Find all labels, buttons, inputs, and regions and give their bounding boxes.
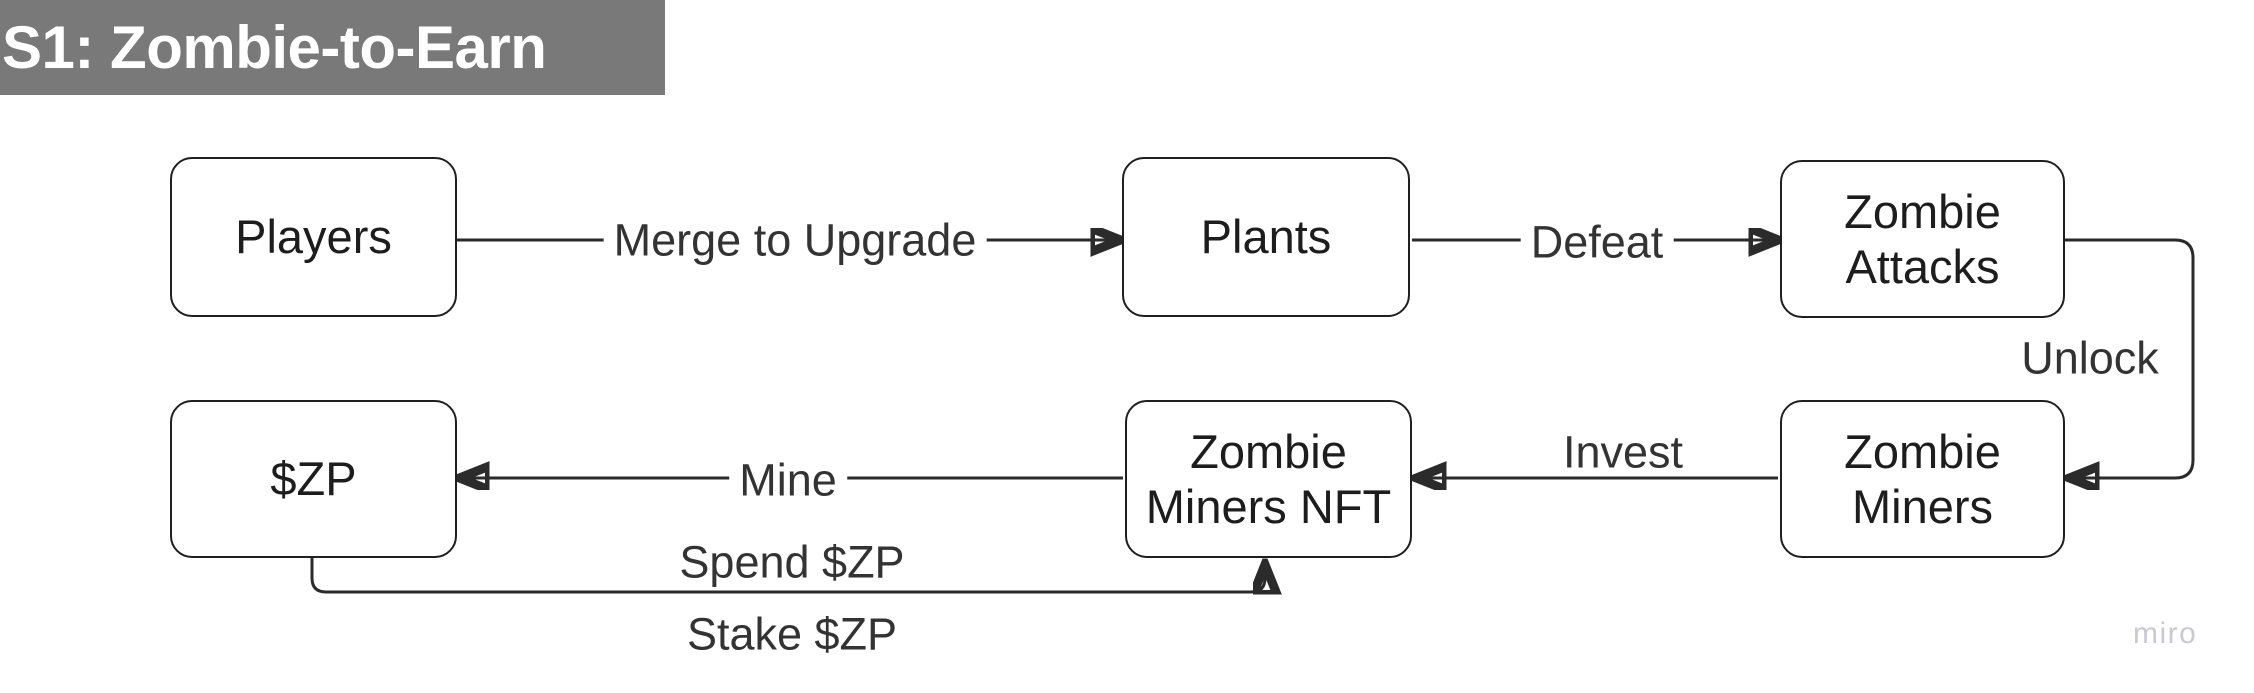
edge-label-invest: Invest [1552,429,1694,475]
node-players[interactable]: Players [170,157,457,317]
edge-label-unlock: Unlock [2021,332,2159,384]
node-players-label: Players [235,210,392,264]
node-zombie-miners-nft[interactable]: Zombie Miners NFT [1125,400,1412,558]
node-zombie-attacks[interactable]: Zombie Attacks [1780,160,2065,318]
node-plants-label: Plants [1200,210,1332,264]
edge-label-merge-to-upgrade: Merge to Upgrade [603,217,987,263]
edge-label-mine: Mine [729,457,847,503]
edge-label-spend-zp: Spend $ZP [669,539,915,585]
node-zombie-attacks-label-line1: Zombie [1844,184,2001,238]
node-zombie-miners-label-line1: Zombie [1844,424,2001,478]
edge-label-stake-zp: Stake $ZP [686,608,898,660]
node-zombie-attacks-label-line2: Attacks [1845,240,2000,293]
node-zp-label: $ZP [270,452,357,506]
node-zp[interactable]: $ZP [170,400,457,558]
node-zombie-miners-label-line2: Miners [1851,480,1994,533]
node-plants[interactable]: Plants [1122,157,1410,317]
title-banner: S1: Zombie-to-Earn [0,0,665,95]
node-zombie-miners[interactable]: Zombie Miners [1780,400,2065,558]
edge-label-defeat: Defeat [1520,219,1674,265]
node-zombie-miners-nft-label-line2: Miners NFT [1145,480,1392,533]
page-title: S1: Zombie-to-Earn [2,13,547,81]
node-zombie-miners-nft-label-line1: Zombie [1190,424,1347,478]
miro-watermark: miro [2133,617,2198,650]
